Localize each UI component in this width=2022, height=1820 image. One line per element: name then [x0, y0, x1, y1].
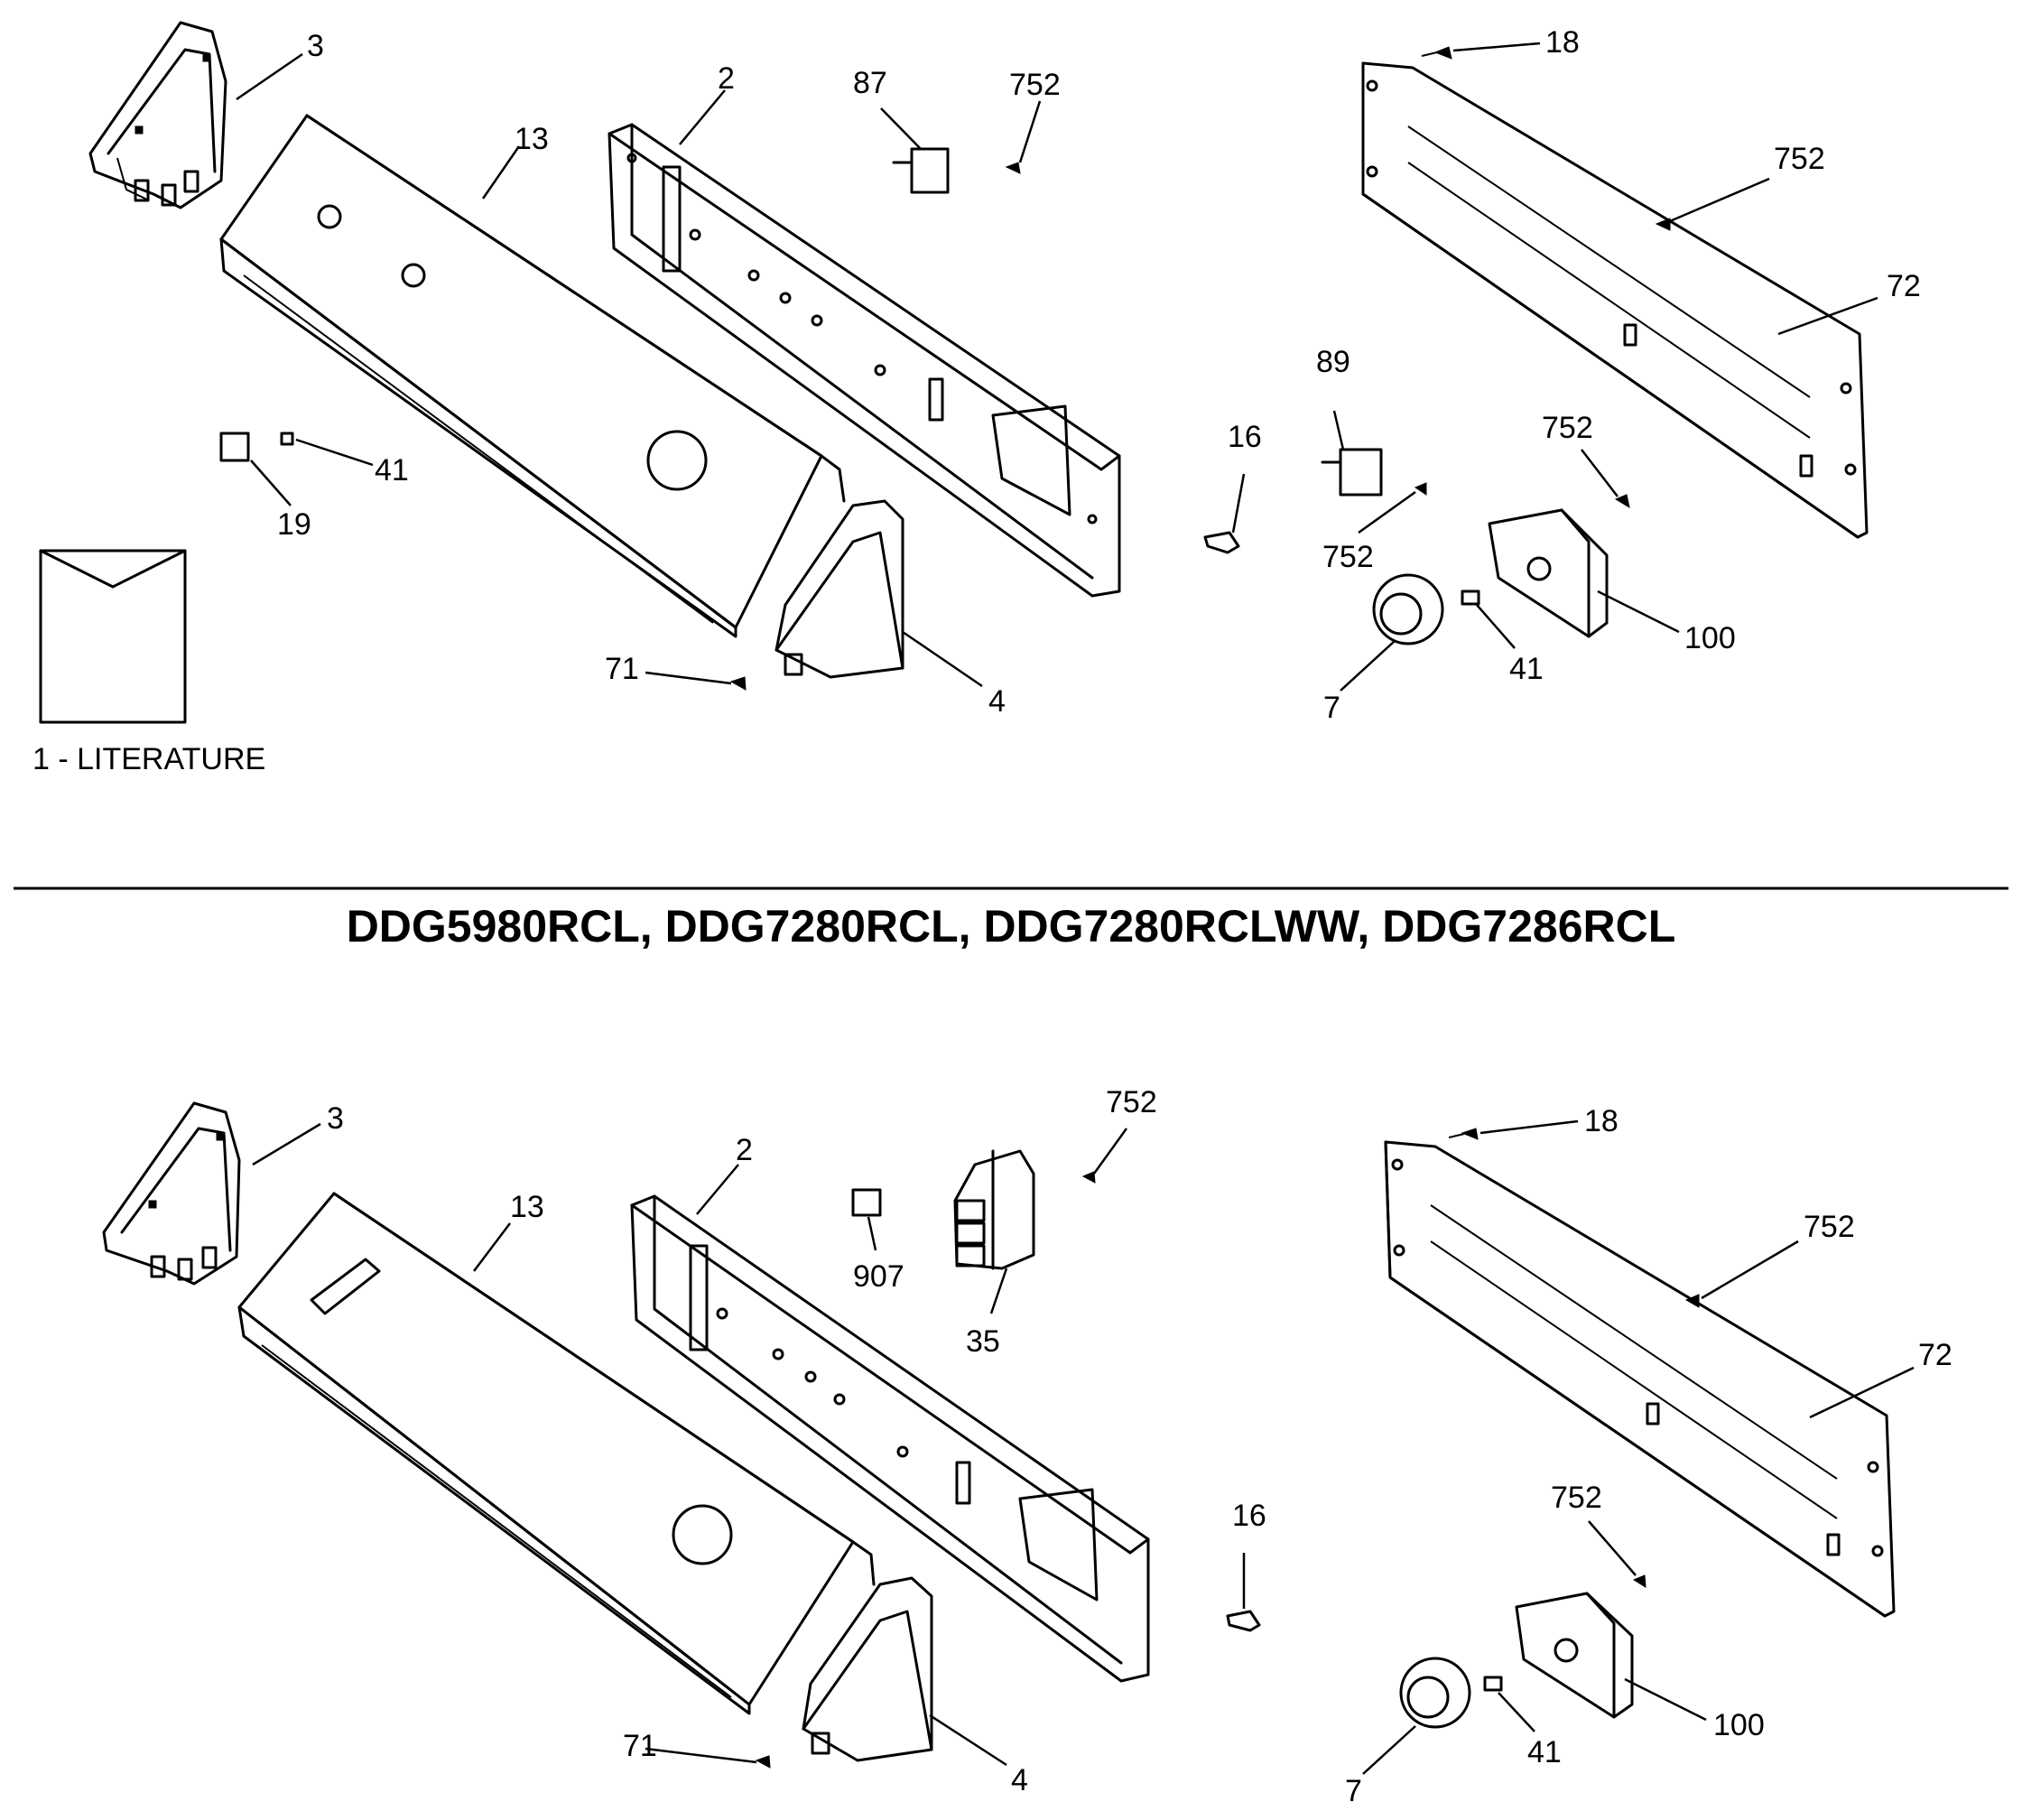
part-13-front-panel-bottom — [237, 1192, 876, 1715]
callout-4: 4 — [988, 684, 1006, 719]
part-4-right-endcap — [774, 499, 904, 679]
part-41-insert-bottom — [1483, 1676, 1503, 1692]
part-87-switch — [892, 147, 950, 194]
part-752-screw-top-2 — [1655, 218, 1671, 231]
callout-7: 7 — [1323, 691, 1340, 725]
callout-752: 752 — [1009, 68, 1061, 102]
callout-16: 16 — [1232, 1499, 1266, 1533]
part-752-screw-bottom-3 — [1632, 1574, 1646, 1588]
part-7-knob-top — [1372, 573, 1444, 645]
callout-2: 2 — [736, 1133, 753, 1167]
part-19-button — [219, 432, 250, 462]
callout-18: 18 — [1584, 1104, 1619, 1138]
part-2-control-frame — [608, 123, 1121, 598]
callout-752: 752 — [1774, 142, 1825, 176]
part-7-knob-bottom — [1399, 1657, 1471, 1729]
callout-752: 752 — [1551, 1481, 1602, 1515]
callout-752: 752 — [1804, 1210, 1855, 1244]
part-752-screw-top-1 — [1005, 162, 1021, 174]
part-71-screw-top — [729, 676, 747, 691]
bottom-leader-lines — [252, 1119, 1915, 1775]
literature-envelope-icon — [39, 549, 187, 724]
callout-72: 72 — [1918, 1338, 1952, 1372]
callout-13: 13 — [515, 122, 549, 156]
callout-18: 18 — [1545, 25, 1580, 60]
callout-2: 2 — [718, 61, 735, 96]
callout-72: 72 — [1887, 269, 1921, 303]
callout-19: 19 — [277, 507, 311, 542]
model-title: DDG5980RCL, DDG7280RCL, DDG7280RCLWW, DD… — [347, 901, 1676, 952]
part-16-knob-insert-bottom — [1226, 1610, 1261, 1632]
callout-100: 100 — [1713, 1708, 1765, 1742]
part-18-screw-bottom — [1448, 1128, 1479, 1140]
part-100-timer — [1488, 508, 1609, 638]
callout-752: 752 — [1542, 411, 1593, 445]
callout-100: 100 — [1684, 621, 1736, 655]
part-18-screw-top — [1421, 46, 1452, 60]
callout-41: 41 — [375, 453, 409, 488]
part-72-rear-panel — [1361, 61, 1869, 539]
callout-41: 41 — [1509, 652, 1544, 686]
callout-16: 16 — [1228, 420, 1262, 454]
callout-35: 35 — [966, 1324, 1000, 1359]
callout-3: 3 — [307, 29, 324, 63]
top-assembly: 1 - LITERATURE 3 13 2 87 752 18 752 72 8… — [32, 21, 1921, 776]
callout-89: 89 — [1316, 345, 1350, 379]
part-4-right-endcap-bottom — [802, 1576, 933, 1762]
callout-71: 71 — [623, 1729, 657, 1763]
part-41-insert-top-2 — [280, 432, 294, 446]
callout-752: 752 — [1322, 540, 1374, 574]
part-907-connector — [851, 1188, 882, 1217]
part-89-switch — [1321, 448, 1383, 497]
callout-4: 4 — [1011, 1763, 1028, 1797]
part-752-screw-top-3 — [1414, 482, 1427, 496]
part-13-front-panel — [219, 114, 846, 638]
part-752-screw-bottom-2 — [1684, 1294, 1700, 1308]
part-16-knob-insert — [1203, 531, 1240, 554]
callout-907: 907 — [853, 1259, 904, 1294]
part-100-timer-bottom — [1515, 1592, 1634, 1719]
callout-3: 3 — [327, 1101, 344, 1136]
top-leader-lines — [236, 42, 1878, 692]
part-3-left-endcap-bottom — [102, 1101, 241, 1286]
part-72-rear-panel-bottom — [1384, 1140, 1896, 1618]
part-2-control-frame-bottom — [630, 1194, 1150, 1683]
callout-7: 7 — [1345, 1774, 1362, 1808]
callout-41: 41 — [1527, 1735, 1562, 1769]
literature-label: 1 - LITERATURE — [32, 742, 265, 776]
callout-13: 13 — [510, 1190, 544, 1224]
part-3-left-endcap — [88, 21, 227, 209]
callout-71: 71 — [605, 652, 639, 686]
part-41-insert-top-1 — [1461, 590, 1480, 606]
part-752-screw-bottom-1 — [1081, 1171, 1096, 1184]
bottom-assembly: 3 13 2 907 35 752 18 752 72 16 752 71 4 … — [102, 1085, 1952, 1808]
part-752-screw-top-4 — [1614, 494, 1630, 509]
callout-87: 87 — [853, 66, 887, 100]
part-71-screw-bottom — [755, 1755, 771, 1769]
callout-752: 752 — [1106, 1085, 1157, 1119]
part-35-switch-bank — [953, 1149, 1035, 1270]
